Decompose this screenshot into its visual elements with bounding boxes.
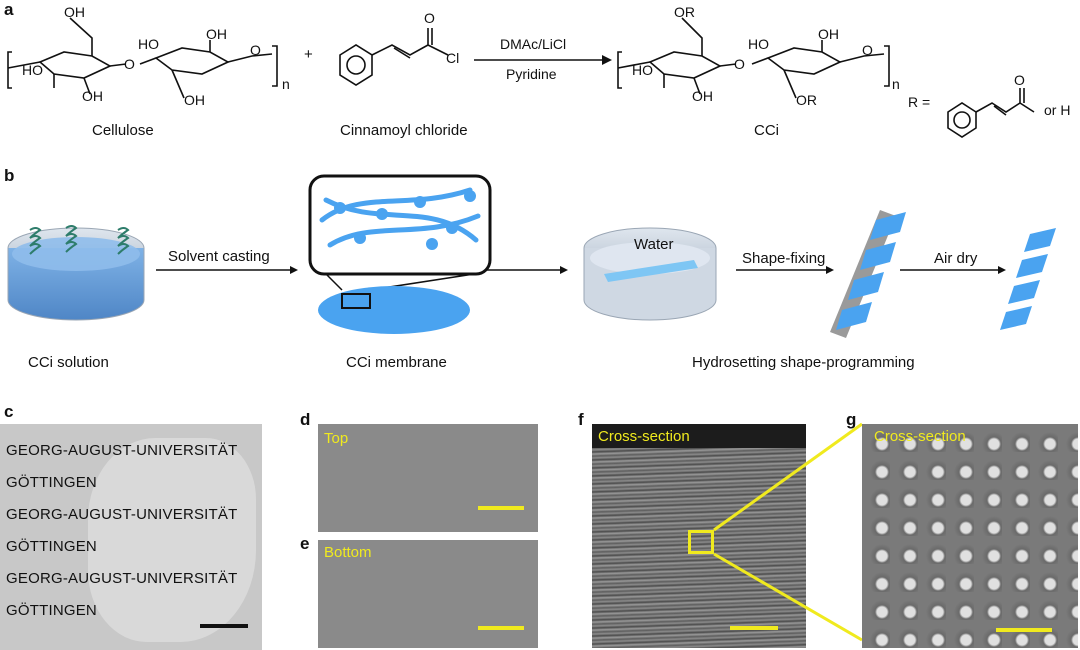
atom-oh-4: OH [184, 92, 205, 108]
label-cross-section-f: Cross-section [598, 428, 690, 445]
conditions-bottom: Pyridine [506, 66, 557, 82]
atom-o-6: O [1014, 72, 1025, 88]
atom-or-1: OR [674, 4, 695, 20]
label-cross-section-g: Cross-section [874, 428, 966, 445]
conditions-top: DMAc/LiCl [500, 36, 567, 52]
step-solvent-casting: Solvent casting [168, 248, 270, 265]
atom-n-2: n [892, 76, 900, 92]
text-line-3: GEORG-AUGUST-UNIVERSITÄT [6, 506, 238, 523]
label-top: Top [324, 430, 349, 447]
text-line-6: GÖTTINGEN [6, 602, 97, 619]
or-h: or H [1044, 102, 1071, 118]
atom-o-3: O [424, 10, 435, 26]
text-line-5: GEORG-AUGUST-UNIVERSITÄT [6, 570, 238, 587]
atom-cl: Cl [446, 50, 460, 66]
atom-o-2: O [250, 42, 261, 58]
atom-or-2: OR [796, 92, 817, 108]
sem-dark-top [592, 424, 806, 448]
cellulose-label: Cellulose [92, 122, 154, 139]
zoom-box [688, 530, 714, 554]
step-air-dry: Air dry [934, 250, 978, 267]
caption-cci-solution: CCi solution [28, 354, 109, 371]
film-shape [88, 438, 256, 642]
panel-label-e: e [300, 534, 310, 553]
scale-bar-g [996, 628, 1052, 632]
panel-label-c: c [4, 402, 14, 421]
scale-bar-c [200, 624, 248, 628]
water-label: Water [634, 236, 674, 253]
scale-bar-e [478, 626, 524, 630]
panel-label-f: f [578, 410, 584, 429]
sem-cross-section: Cross-section [592, 424, 806, 648]
scale-bar-f [730, 626, 778, 630]
process-diagram [7, 174, 1056, 338]
sem-bottom: Bottom [318, 540, 538, 648]
sem-top: Top [318, 424, 538, 532]
panel-label-g: g [846, 410, 857, 429]
atom-oh-3: OH [206, 26, 227, 42]
label-bottom: Bottom [324, 544, 372, 561]
plus-sign: + [304, 46, 313, 63]
caption-cci-membrane: CCi membrane [346, 354, 447, 371]
panel-label-b: b [4, 166, 15, 185]
caption-hydrosetting: Hydrosetting shape-programming [692, 354, 915, 371]
atom-oh-5: OH [692, 88, 713, 104]
cinnamoyl-label: Cinnamoyl chloride [340, 122, 468, 139]
atom-ho-1: HO [22, 62, 43, 78]
text-line-4: GÖTTINGEN [6, 538, 97, 555]
atom-ho-2: HO [138, 36, 159, 52]
atom-ho-4: HO [748, 36, 769, 52]
scale-bar-d [478, 506, 524, 510]
atom-o-5: O [862, 42, 873, 58]
product-label: CCi [754, 122, 779, 139]
transparent-film-photo: GEORG-AUGUST-UNIVERSITÄT GÖTTINGEN GEORG… [0, 424, 262, 650]
panel-label-a: a [4, 0, 14, 19]
atom-o-4: O [734, 56, 745, 72]
atom-o-1: O [124, 56, 135, 72]
r-definition: R = [908, 94, 931, 110]
step-shape-fixing: Shape-fixing [742, 250, 826, 267]
atom-n-1: n [282, 76, 290, 92]
atom-ho-3: HO [632, 62, 653, 78]
atom-oh-1: OH [64, 4, 85, 20]
sem-zoom: Cross-section [862, 424, 1078, 648]
panel-label-d: d [300, 410, 311, 429]
text-line-1: GEORG-AUGUST-UNIVERSITÄT [6, 442, 238, 459]
reaction-scheme [7, 17, 1035, 138]
atom-oh-6: OH [818, 26, 839, 42]
atom-oh-2: OH [82, 88, 103, 104]
text-line-2: GÖTTINGEN [6, 474, 97, 491]
